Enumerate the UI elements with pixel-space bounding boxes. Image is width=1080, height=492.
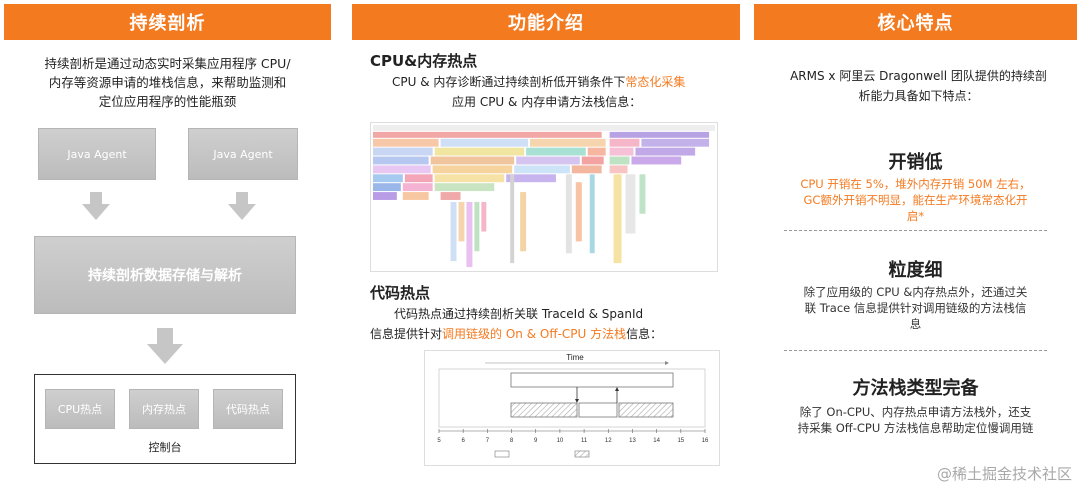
- section-title-code-hotspot: 代码热点: [370, 284, 431, 302]
- timeline-diagram: Time 5 6 7 8 9 10 11 12 13 14 15 16: [424, 350, 720, 466]
- timeline-tick-label: 7: [486, 438, 490, 444]
- panel-continuous-profiling: 持续剖析 持续剖析是通过动态实时采集应用程序 CPU/ 内存等资源申请的堆栈信息…: [4, 4, 331, 490]
- intro-line: 定位应用程序的性能瓶颈: [98, 94, 237, 109]
- timeline-title: Time: [566, 353, 584, 362]
- timeline-tick-label: 15: [677, 438, 684, 444]
- timeline-tick-label: 16: [702, 438, 709, 444]
- intro-line: 析能力具备如下特点：: [858, 89, 979, 103]
- console-box: CPU热点 内存热点 代码热点 控制台: [34, 374, 296, 464]
- flame-graph: [370, 122, 718, 272]
- feature-text-complete-stacks: 除了 On-CPU、内存热点申请方法栈外，还支 持采集 Off-CPU 方法栈信…: [780, 404, 1051, 436]
- feature-title-low-overhead: 开销低: [888, 152, 943, 173]
- text-line: 代码热点通过持续剖析关联 TraceId & SpanId: [394, 307, 644, 321]
- section-text-cpu-memory: CPU & 内存诊断通过持续剖析低开销条件下常态化采集 应用 CPU & 内存申…: [392, 72, 685, 112]
- text-span: 信息：: [626, 327, 663, 341]
- storage-analysis-box: 持续剖析数据存储与解析: [34, 236, 296, 314]
- text-span: 信息提供针对: [370, 327, 443, 341]
- panel-key-features: 核心特点 ARMS x 阿里云 Dragonwell 团队提供的持续剖 析能力具…: [754, 4, 1077, 490]
- dashed-divider: [784, 350, 1047, 351]
- feature-text-fine-granularity: 除了应用级的 CPU &内存热点外，还通过关 联 Trace 信息提供针对调用链…: [780, 284, 1051, 332]
- panel-body: CPU&内存热点 CPU & 内存诊断通过持续剖析低开销条件下常态化采集 应用 …: [352, 44, 740, 490]
- section-title-cpu-memory: CPU&内存热点: [370, 52, 478, 70]
- text-span: CPU & 内存诊断通过持续剖析低开销条件下: [392, 75, 626, 89]
- panel-header: 持续剖析: [4, 4, 331, 40]
- feature-line: 息: [909, 317, 922, 331]
- feature-line: 联 Trace 信息提供针对调用链级的方法栈信: [804, 301, 1027, 315]
- memory-hotspot-box: 内存热点: [129, 389, 199, 429]
- panel-features: 功能介绍 CPU&内存热点 CPU & 内存诊断通过持续剖析低开销条件下常态化采…: [352, 4, 740, 490]
- timeline-tick-label: 6: [462, 438, 466, 444]
- feature-title-fine-granularity: 粒度细: [888, 260, 943, 281]
- timeline-tick-label: 13: [629, 438, 636, 444]
- feature-line: 除了 On-CPU、内存热点申请方法栈外，还支: [799, 405, 1032, 419]
- feature-line: GC额外开销不明显，能在生产环境常态化开: [803, 193, 1028, 207]
- feature-title-complete-stacks: 方法栈类型完备: [852, 378, 979, 399]
- java-agent-box-1: Java Agent: [38, 128, 156, 180]
- section-text-code-hotspot: 代码热点通过持续剖析关联 TraceId & SpanId 信息提供针对调用链级…: [370, 304, 663, 344]
- feature-text-low-overhead: CPU 开销在 5%，堆外内存开销 50M 左右， GC额外开销不明显，能在生产…: [780, 176, 1051, 224]
- panel-body: ARMS x 阿里云 Dragonwell 团队提供的持续剖 析能力具备如下特点…: [754, 44, 1077, 490]
- java-agent-box-2: Java Agent: [188, 128, 298, 180]
- feature-line: 持采集 Off-CPU 方法栈信息帮助定位慢调用链: [797, 421, 1034, 435]
- text-line: 应用 CPU & 内存申请方法栈信息：: [452, 95, 642, 109]
- console-label: 控制台: [148, 441, 182, 454]
- panel-header: 功能介绍: [352, 4, 740, 40]
- highlight-text: 常态化采集: [625, 75, 686, 89]
- timeline-tick-label: 12: [605, 438, 612, 444]
- feature-line: 除了应用级的 CPU &内存热点外，还通过关: [803, 285, 1028, 299]
- cpu-hotspot-box: CPU热点: [45, 389, 115, 429]
- panel-header: 核心特点: [754, 4, 1077, 40]
- timeline-tick-label: 10: [557, 438, 564, 444]
- feature-line: 启*: [906, 209, 925, 223]
- intro-line: 持续剖析是通过动态实时采集应用程序 CPU/: [44, 56, 291, 71]
- intro-text: 持续剖析是通过动态实时采集应用程序 CPU/ 内存等资源申请的堆栈信息，来帮助监…: [22, 54, 313, 111]
- down-arrow-icon: [228, 192, 256, 220]
- watermark: @稀土掘金技术社区: [936, 465, 1072, 483]
- highlight-text: 调用链级的 On & Off-CPU 方法栈: [442, 327, 627, 341]
- timeline-tick-label: 8: [510, 438, 514, 444]
- code-hotspot-box: 代码热点: [213, 389, 283, 429]
- panel-body: 持续剖析是通过动态实时采集应用程序 CPU/ 内存等资源申请的堆栈信息，来帮助监…: [4, 44, 331, 490]
- intro-line: 内存等资源申请的堆栈信息，来帮助监测和: [48, 75, 287, 90]
- timeline-tick-label: 11: [581, 438, 588, 444]
- dashed-divider: [784, 230, 1047, 231]
- feature-line: CPU 开销在 5%，堆外内存开销 50M 左右，: [800, 177, 1031, 191]
- down-arrow-icon: [82, 192, 110, 220]
- intro-text: ARMS x 阿里云 Dragonwell 团队提供的持续剖 析能力具备如下特点…: [774, 66, 1063, 106]
- timeline-tick-label: 14: [653, 438, 660, 444]
- intro-line: ARMS x 阿里云 Dragonwell 团队提供的持续剖: [790, 69, 1047, 83]
- timeline-tick-label: 9: [534, 438, 538, 444]
- timeline-tick-label: 5: [437, 438, 441, 444]
- down-arrow-icon: [147, 328, 183, 364]
